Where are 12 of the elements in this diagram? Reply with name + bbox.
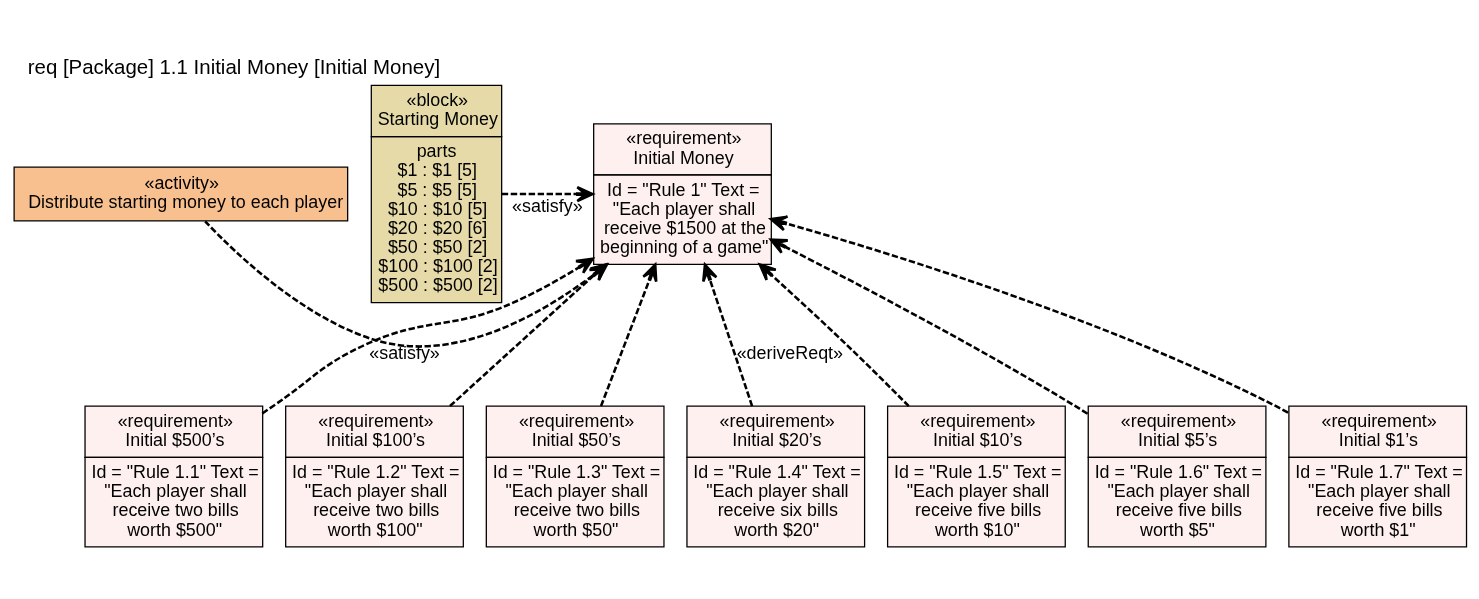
node-box: «activity» Distribute starting money to each player — [12, 166, 348, 222]
arrow — [769, 238, 1088, 415]
edge-label: «satisfy» — [511, 196, 583, 217]
arrow — [701, 263, 753, 407]
edge-label: «satisfy» — [368, 343, 440, 364]
diagram-title: req [Package] 1.1 Initial Money [Initial Money] — [27, 54, 440, 78]
arrow — [769, 215, 1289, 414]
arrow — [599, 263, 657, 407]
arrow — [501, 185, 594, 203]
edge-label: «deriveReqt» — [736, 343, 843, 364]
arrow — [261, 257, 594, 415]
arrow — [758, 263, 910, 408]
